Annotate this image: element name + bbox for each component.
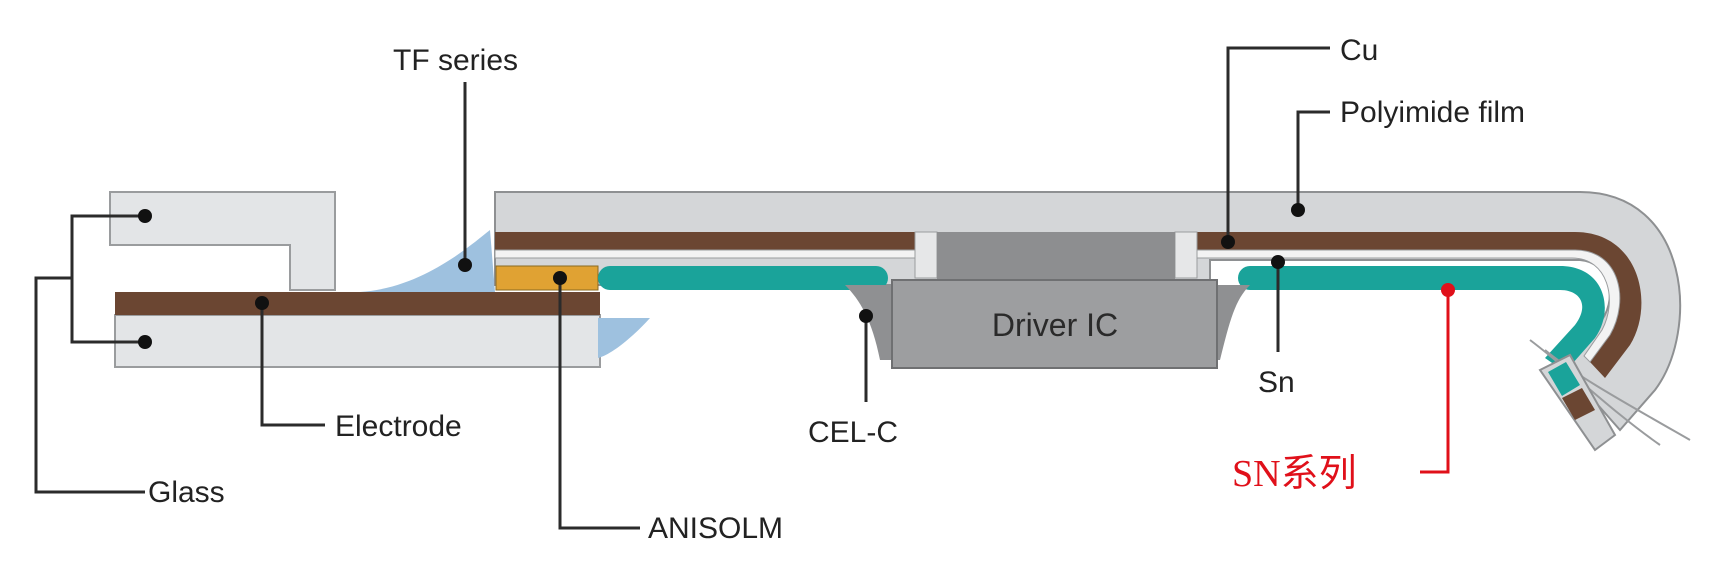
film-tail-copper — [1562, 388, 1595, 420]
bump-right — [1174, 231, 1198, 279]
polyimide-film-label: Polyimide film — [1340, 96, 1525, 129]
electrode-leader — [260, 303, 325, 427]
sn-series-leader — [1420, 290, 1450, 474]
electrode — [115, 292, 600, 315]
anisolm-dot — [553, 271, 567, 285]
lower-blue-fillet — [598, 318, 650, 358]
driver-ic — [891, 279, 1218, 369]
polyimide-leader — [1296, 110, 1330, 210]
driver-ic-label: Driver IC — [992, 307, 1118, 343]
anisolm-label: ANISOLM — [648, 512, 783, 545]
film-tail-strand-1 — [1544, 349, 1691, 441]
electrode-dot — [255, 296, 269, 310]
tf-series-label: TF series — [393, 44, 518, 77]
polyimide-dot — [1291, 203, 1305, 217]
upper-glass — [109, 191, 336, 291]
bump-left — [914, 231, 938, 279]
glass-dot-lower — [138, 335, 152, 349]
cu-leader — [1226, 46, 1330, 242]
cel-c-label: CEL-C — [808, 416, 898, 449]
film-tail-strand-2 — [1529, 339, 1661, 446]
sn-series-label: SN系列 — [1232, 453, 1357, 495]
lower-glass — [114, 314, 601, 368]
film-tail-teal — [1548, 362, 1580, 396]
copper-layer-right — [1195, 232, 1642, 378]
sn-lead-left — [598, 266, 888, 290]
cu-dot — [1221, 235, 1235, 249]
copper-gap-right — [1194, 249, 1621, 363]
ic-top-block — [937, 232, 1175, 280]
electrode-label: Electrode — [335, 410, 462, 443]
anisolm-film — [495, 265, 599, 291]
sn-dot — [1271, 255, 1285, 269]
anisolm-leader — [558, 278, 640, 530]
glass-leader — [34, 276, 145, 494]
glass-dot-upper — [138, 209, 152, 223]
sn-label: Sn — [1258, 366, 1295, 399]
cel-c-dot — [859, 309, 873, 323]
sn-series-dot — [1441, 283, 1455, 297]
glass-label: Glass — [148, 476, 225, 509]
tf-series-fillet — [360, 230, 495, 292]
copper-gap-left — [494, 249, 916, 259]
cu-label: Cu — [1340, 34, 1378, 67]
tf-series-dot — [458, 258, 472, 272]
copper-layer-left — [495, 232, 915, 250]
